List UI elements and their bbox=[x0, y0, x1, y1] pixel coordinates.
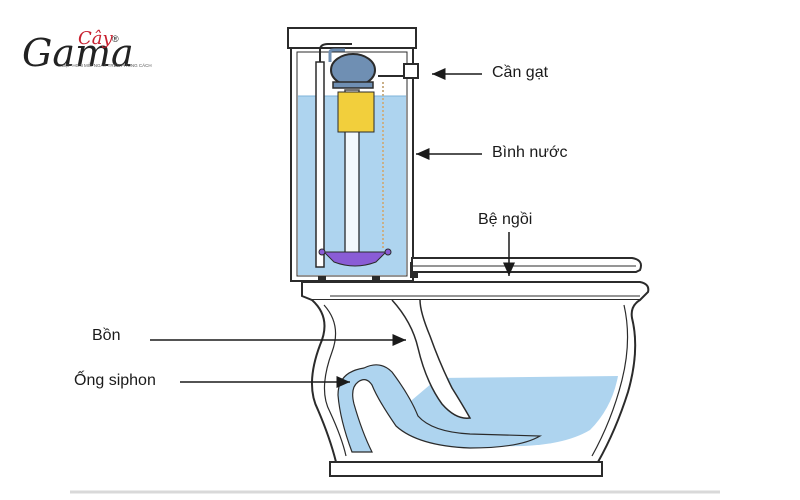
bowl-base bbox=[329, 461, 603, 477]
label-siphon: Ống siphon bbox=[74, 372, 156, 389]
brand-logo: Gama Cây ® ĐẸP HƠN MỖI NGÀY TRÊN PHONG C… bbox=[22, 28, 152, 75]
valve-head bbox=[330, 53, 376, 87]
siphon-water bbox=[337, 364, 543, 453]
bowl-water bbox=[409, 376, 618, 447]
label-seat: Bệ ngồi bbox=[478, 211, 533, 228]
flush-lever-handle bbox=[403, 63, 419, 79]
seat-lid bbox=[411, 257, 642, 273]
toilet-seat bbox=[411, 257, 642, 273]
logo-accent-text: Cây bbox=[78, 28, 114, 49]
fill-valve-pipe bbox=[319, 43, 352, 62]
label-bowl: Bồn bbox=[92, 327, 121, 344]
float-cup bbox=[337, 91, 375, 133]
water-tank bbox=[287, 27, 419, 292]
logo-script-text: Gama bbox=[22, 31, 134, 75]
fill-valve-tube bbox=[315, 61, 325, 268]
trapway-wall bbox=[391, 299, 472, 419]
toilet-bowl bbox=[301, 281, 650, 477]
label-lever: Cần gạt bbox=[492, 64, 549, 81]
tank-inner-wall bbox=[296, 51, 408, 277]
bowl-rim bbox=[301, 281, 650, 301]
logo-registered-mark: ® bbox=[112, 34, 119, 44]
flapper-valve bbox=[322, 251, 388, 267]
logo-tagline: ĐẸP HƠN MỖI NGÀY TRÊN PHONG CÁCH bbox=[62, 61, 152, 68]
label-tank: Bình nước bbox=[492, 144, 568, 161]
